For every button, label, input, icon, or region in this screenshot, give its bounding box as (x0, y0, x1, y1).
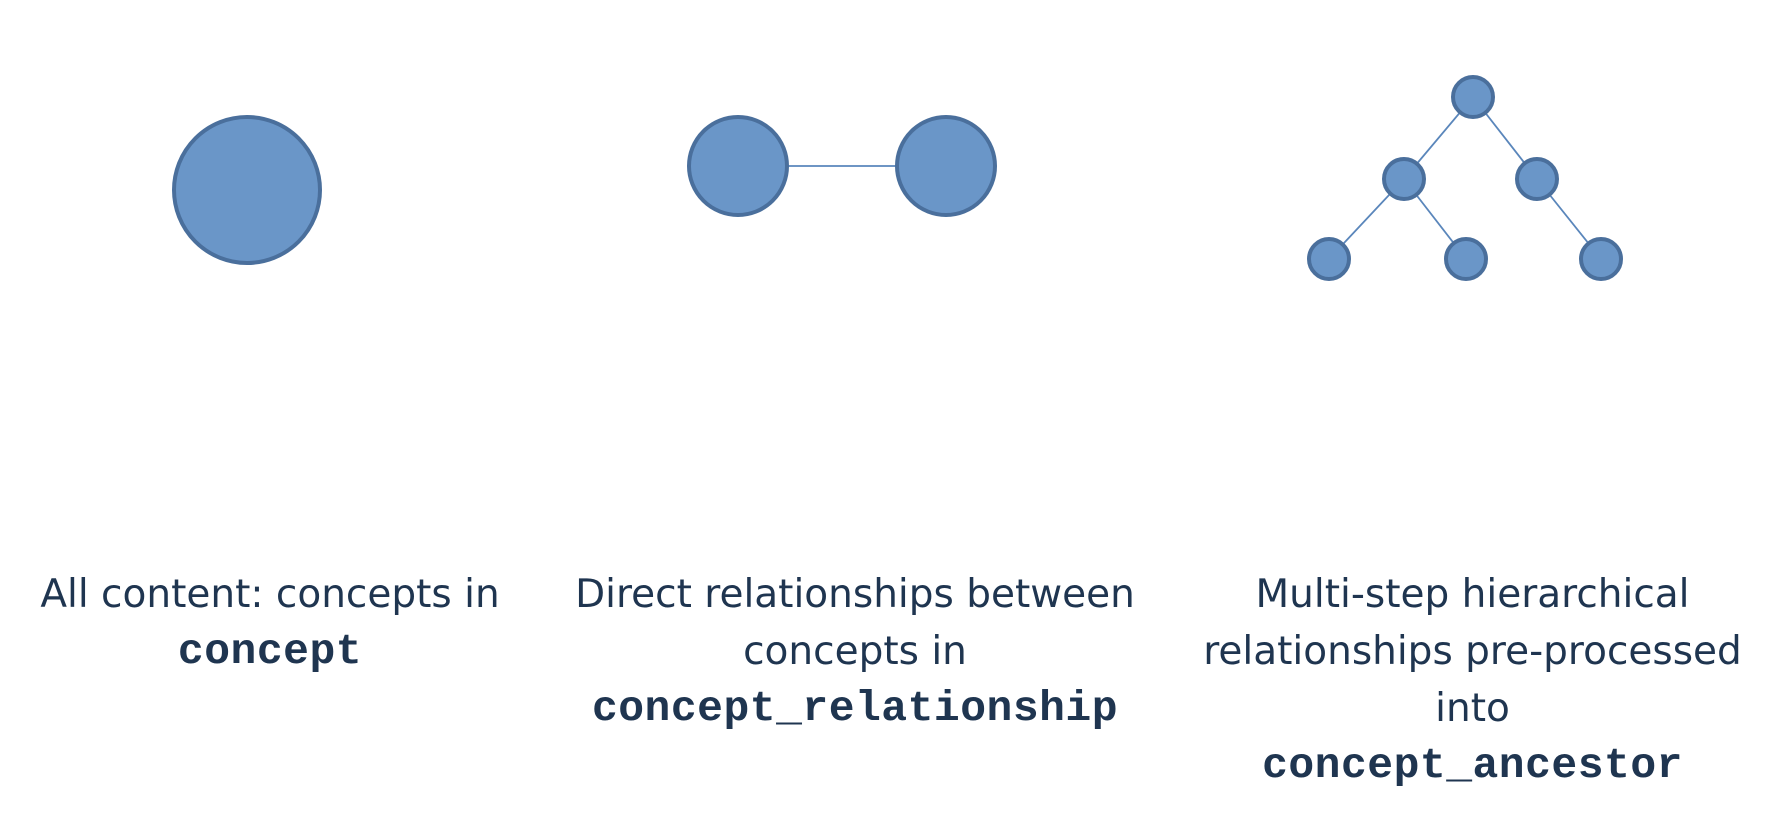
tree-node-level2 (1515, 157, 1559, 201)
concept-relationship-caption: Direct relationships between concepts in… (565, 566, 1145, 737)
caption-text: Multi-step hierarchical relationships pr… (1203, 572, 1742, 731)
concept-ancestor-caption: Multi-step hierarchical relationships pr… (1185, 566, 1760, 794)
hierarchy-tree-graphic (1307, 75, 1623, 281)
table-name-concept: concept (177, 627, 363, 676)
table-name-concept-ancestor: concept_ancestor (1262, 741, 1683, 790)
concept-node-left (687, 115, 789, 217)
caption-text: Direct relationships between concepts in (575, 572, 1135, 674)
concept-node-right (895, 115, 997, 217)
tree-node-leaf (1579, 237, 1623, 281)
concept-node (172, 115, 322, 265)
concept-caption: All content: concepts in concept (20, 566, 520, 680)
tree-node-leaf (1444, 237, 1488, 281)
tree-node-level2 (1382, 157, 1426, 201)
table-name-concept-relationship: concept_relationship (591, 684, 1119, 733)
relationship-graphic (687, 115, 997, 217)
tree-node-root (1451, 75, 1495, 119)
tree-node-leaf (1307, 237, 1351, 281)
single-concept-graphic (172, 115, 322, 265)
caption-text: All content: concepts in (40, 572, 500, 617)
